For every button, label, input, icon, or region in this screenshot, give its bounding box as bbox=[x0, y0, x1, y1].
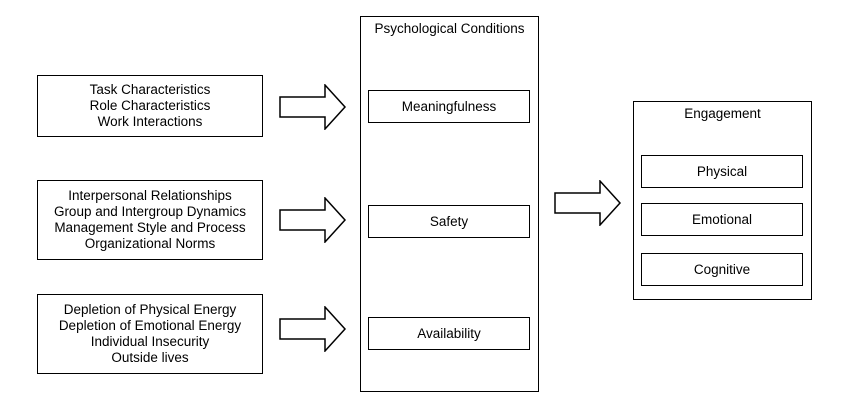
factor-line: Role Characteristics bbox=[89, 98, 211, 113]
factor-line: Group and Intergroup Dynamics bbox=[53, 204, 247, 219]
condition-safety: Safety bbox=[368, 205, 530, 238]
factor-line: Outside lives bbox=[111, 350, 189, 365]
engagement-title: Engagement bbox=[684, 106, 761, 121]
arrow-to-engagement bbox=[554, 180, 622, 226]
psychological-conditions-title: Psychological Conditions bbox=[374, 21, 525, 36]
meaningfulness-factors-box: Task Characteristics Role Characteristic… bbox=[37, 75, 263, 137]
factor-line: Work Interactions bbox=[97, 114, 203, 129]
engagement-emotional: Emotional bbox=[641, 203, 803, 236]
factor-line: Depletion of Physical Energy bbox=[63, 302, 237, 317]
engagement-physical: Physical bbox=[641, 155, 803, 188]
factor-line: Individual Insecurity bbox=[90, 334, 210, 349]
factor-line: Interpersonal Relationships bbox=[68, 188, 232, 203]
factor-line: Depletion of Emotional Energy bbox=[58, 318, 242, 333]
arrow-to-meaningfulness bbox=[279, 84, 347, 130]
availability-factors-box: Depletion of Physical Energy Depletion o… bbox=[37, 294, 263, 374]
engagement-cognitive: Cognitive bbox=[641, 253, 803, 286]
factor-line: Task Characteristics bbox=[89, 82, 211, 97]
arrow-to-availability bbox=[279, 306, 347, 352]
safety-factors-box: Interpersonal Relationships Group and In… bbox=[37, 180, 263, 260]
factor-line: Management Style and Process bbox=[54, 220, 246, 235]
factor-line: Organizational Norms bbox=[84, 236, 216, 251]
condition-availability: Availability bbox=[368, 317, 530, 350]
arrow-to-safety bbox=[279, 197, 347, 243]
condition-meaningfulness: Meaningfulness bbox=[368, 90, 530, 123]
